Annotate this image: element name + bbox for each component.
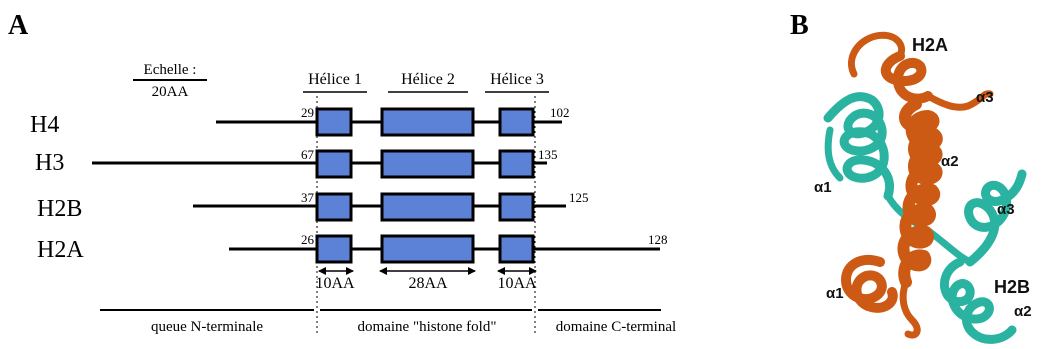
histone-name: H3: [35, 150, 64, 176]
h2a-ribbon: [841, 31, 994, 339]
h2a-label: H2A: [912, 35, 948, 55]
panel-a: A Echelle : 20AA Hélice 1 Hélice 2 Hélic…: [8, 10, 676, 335]
end-residue: 102: [550, 105, 570, 120]
panel-b-label: B: [790, 10, 809, 41]
alpha1-left-label: α1: [814, 179, 832, 196]
alpha3-right-label: α3: [997, 201, 1015, 218]
helix-1-box: [315, 149, 353, 179]
helix-2-label: Hélice 2: [401, 71, 455, 88]
end-residue: 128: [648, 232, 668, 247]
helix-3-box: [498, 107, 535, 137]
helix-1-box: [315, 107, 353, 137]
alpha2-mid-label: α2: [941, 153, 959, 170]
histone-fold-label: domaine "histone fold": [358, 319, 497, 335]
histone-name: H2B: [37, 196, 82, 222]
helix-1-length: 10AA: [315, 275, 355, 292]
helix-3-length: 10AA: [497, 275, 537, 292]
n-terminal-label: queue N-terminale: [151, 319, 263, 335]
start-residue: 37: [301, 190, 315, 205]
helix-2-box: [380, 234, 475, 264]
histone-row-h2a: H2A 26 128: [37, 232, 668, 264]
histone-name: H4: [30, 112, 59, 138]
helix-2-box: [380, 107, 475, 137]
helix-3-box: [498, 192, 535, 222]
c-terminal-label: domaine C-terminal: [556, 319, 676, 335]
helix-2-box: [380, 192, 475, 222]
helix-3-box: [498, 149, 535, 179]
start-residue: 29: [301, 105, 314, 120]
histone-name: H2A: [37, 237, 84, 263]
panel-a-label: A: [8, 10, 29, 41]
histone-row-h4: H4 29 102: [30, 105, 570, 138]
histone-row-h3: H3 67 135: [35, 147, 558, 179]
panel-b: B H2A α3 α2 α1 α3 α1 H2B α2: [790, 10, 1032, 344]
scale-title: Echelle :: [144, 62, 197, 78]
helix-2-length: 28AA: [408, 275, 448, 292]
helix-2-box: [380, 149, 475, 179]
helix-1-label: Hélice 1: [308, 71, 362, 88]
alpha3-top-label: α3: [976, 89, 994, 106]
scale-value: 20AA: [152, 84, 189, 100]
start-residue: 26: [301, 232, 315, 247]
h2b-label: H2B: [994, 277, 1030, 297]
helix-3-box: [498, 234, 535, 264]
end-residue: 135: [538, 147, 558, 162]
histone-row-h2b: H2B 37 125: [37, 190, 589, 222]
end-residue: 125: [569, 190, 589, 205]
start-residue: 67: [301, 147, 315, 162]
helix-1-box: [315, 192, 353, 222]
helix-3-label: Hélice 3: [490, 71, 544, 88]
alpha1-bottom-label: α1: [826, 285, 844, 302]
alpha2-bottom-label: α2: [1014, 303, 1032, 320]
helix-1-box: [315, 234, 353, 264]
